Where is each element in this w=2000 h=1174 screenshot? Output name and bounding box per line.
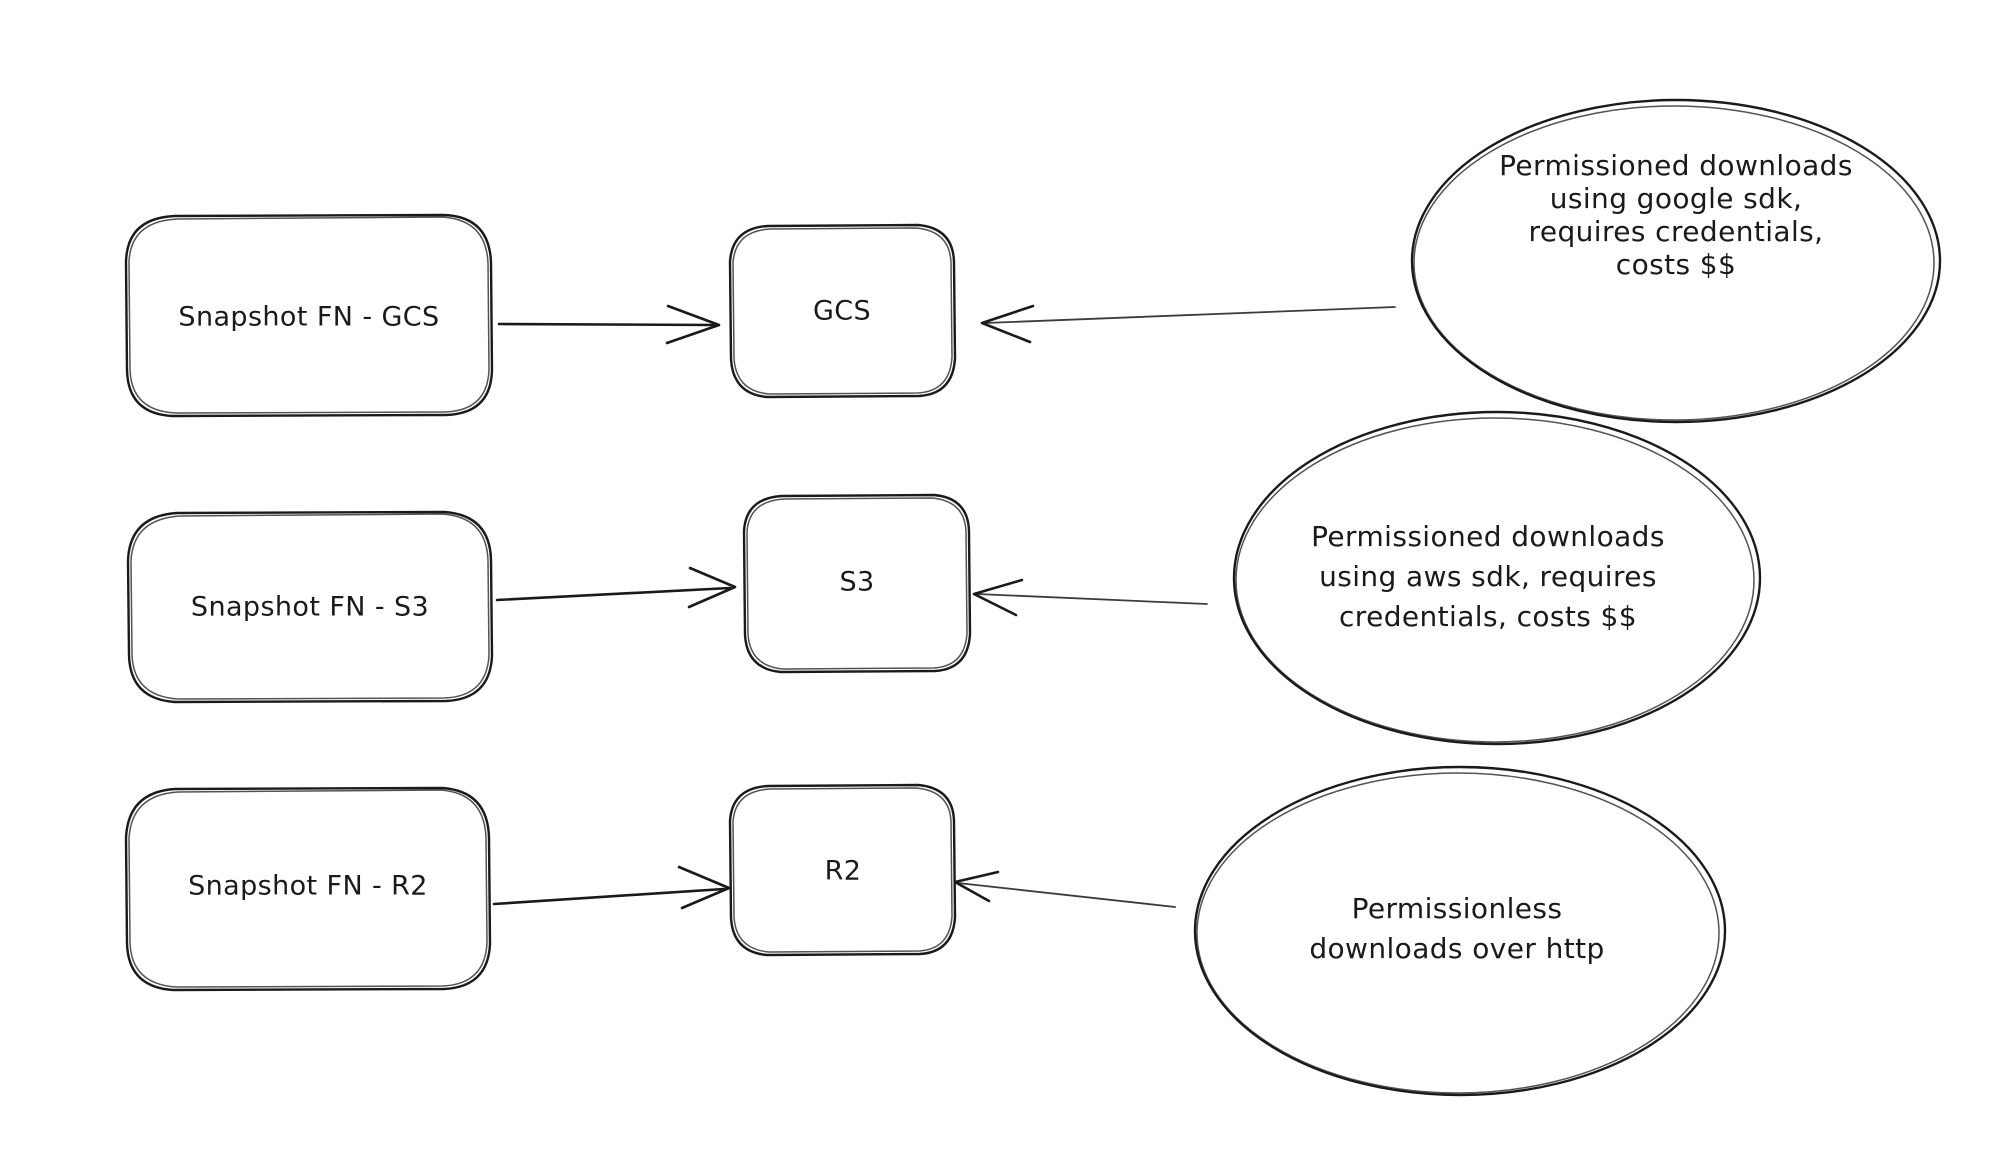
note-gcs-outline	[1410, 98, 1942, 424]
edge-note-gcs-to-gcs	[980, 304, 1396, 344]
edge-note-r2-to-r2-line	[957, 882, 1176, 908]
node-snapshot-fn-gcs[interactable]: Snapshot FN - GCS	[124, 213, 494, 418]
edge-snapshot-gcs-to-gcs-line	[497, 322, 718, 327]
node-gcs[interactable]: GCS	[728, 223, 957, 399]
note-gcs-line-3: requires credentials,	[1529, 215, 1824, 248]
edge-note-r2-to-r2-arrowhead	[953, 870, 1000, 903]
edge-note-s3-to-s3-line	[976, 593, 1208, 605]
note-gcs[interactable]: Permissioned downloads using google sdk,…	[1410, 98, 1942, 424]
node-snapshot-fn-s3-outline-alt	[130, 513, 490, 700]
node-snapshot-fn-r2[interactable]: Snapshot FN - R2	[124, 786, 492, 992]
note-r2[interactable]: Permissionless downloads over http	[1193, 765, 1727, 1097]
edge-snapshot-s3-to-s3	[495, 566, 737, 609]
note-s3-outline	[1232, 410, 1762, 746]
node-snapshot-fn-r2-label: Snapshot FN - R2	[188, 871, 428, 902]
note-s3-outline-alt	[1235, 417, 1755, 743]
note-r2-line-1: Permissionless	[1352, 892, 1563, 925]
node-snapshot-fn-gcs-outline	[124, 213, 494, 418]
node-snapshot-fn-gcs-outline-alt	[128, 216, 490, 414]
edge-snapshot-gcs-to-gcs-arrowhead	[665, 304, 721, 345]
node-s3-outline	[742, 493, 972, 674]
note-s3-line-1: Permissioned downloads	[1311, 520, 1665, 553]
node-r2-outline	[728, 783, 957, 957]
note-r2-outline	[1193, 765, 1727, 1097]
note-r2-outline-alt	[1196, 772, 1720, 1094]
edge-note-gcs-to-gcs-arrowhead	[980, 304, 1035, 344]
node-gcs-label: GCS	[813, 296, 871, 327]
node-snapshot-fn-s3[interactable]: Snapshot FN - S3	[126, 510, 494, 704]
edge-snapshot-s3-to-s3-arrowhead	[687, 566, 737, 609]
node-snapshot-fn-s3-outline	[126, 510, 494, 704]
edge-note-s3-to-s3	[972, 578, 1208, 617]
node-gcs-outline-alt	[732, 227, 953, 395]
note-s3-line-3: credentials, costs $$	[1339, 600, 1637, 633]
edge-note-gcs-to-gcs-line	[984, 306, 1396, 324]
node-gcs-outline	[728, 223, 957, 399]
node-snapshot-fn-r2-outline-alt	[128, 789, 488, 988]
node-r2[interactable]: R2	[728, 783, 957, 957]
note-gcs-outline-alt	[1413, 105, 1935, 421]
edge-snapshot-gcs-to-gcs	[497, 304, 721, 345]
edge-snapshot-s3-to-s3-line	[495, 586, 732, 602]
node-s3[interactable]: S3	[742, 493, 972, 674]
node-snapshot-fn-r2-outline	[124, 786, 492, 992]
node-r2-outline-alt	[732, 787, 953, 953]
node-s3-label: S3	[839, 567, 874, 598]
edge-snapshot-r2-to-r2	[492, 865, 731, 910]
note-s3[interactable]: Permissioned downloads using aws sdk, re…	[1232, 410, 1762, 746]
node-snapshot-fn-gcs-label: Snapshot FN - GCS	[178, 302, 439, 333]
edge-snapshot-r2-to-r2-line	[492, 887, 726, 906]
note-gcs-line-2: using google sdk,	[1550, 182, 1803, 215]
edge-snapshot-r2-to-r2-arrowhead	[677, 865, 731, 910]
edge-note-s3-to-s3-arrowhead	[972, 578, 1024, 617]
note-gcs-line-1: Permissioned downloads	[1499, 149, 1853, 182]
node-s3-outline-alt	[746, 497, 968, 670]
note-r2-line-2: downloads over http	[1309, 932, 1604, 965]
note-s3-line-2: using aws sdk, requires	[1319, 560, 1657, 593]
note-gcs-line-4: costs $$	[1616, 248, 1736, 281]
edge-note-r2-to-r2	[953, 870, 1176, 908]
node-r2-label: R2	[825, 856, 862, 887]
node-snapshot-fn-s3-label: Snapshot FN - S3	[191, 592, 429, 623]
